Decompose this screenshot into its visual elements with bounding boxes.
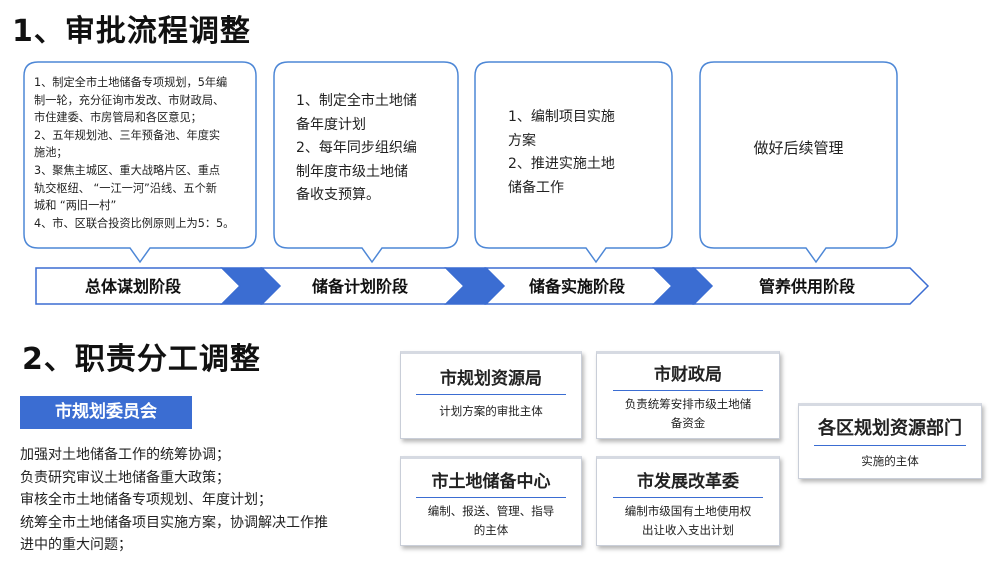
stage-label-4: 管养供用阶段 bbox=[758, 277, 855, 296]
dept-card-planning-bureau: 市规划资源局 计划方案的审批主体 bbox=[400, 351, 582, 439]
stage-chevron-4 bbox=[692, 267, 930, 305]
duty-line: 加强对土地储备工作的统筹协调； bbox=[20, 447, 230, 463]
stage-label-2: 储备计划阶段 bbox=[311, 277, 408, 296]
dept-desc: 实施的主体 bbox=[861, 454, 919, 468]
dept-card-land-reserve-center: 市土地储备中心 编制、报送、管理、指导 的主体 bbox=[400, 456, 582, 546]
bubble-shape-2 bbox=[273, 61, 459, 264]
duty-line: 进中的重大问题； bbox=[20, 537, 132, 554]
dept-name: 市规划资源局 bbox=[440, 369, 542, 389]
dept-divider bbox=[416, 394, 566, 395]
dept-divider bbox=[613, 497, 763, 498]
bubble-shape-1 bbox=[23, 61, 257, 264]
dept-card-development-reform: 市发展改革委 编制市级国有土地使用权 出让收入支出计划 bbox=[596, 456, 780, 546]
dept-card-district-planning: 各区规划资源部门 实施的主体 bbox=[798, 403, 982, 479]
bubble-text-2: 1、制定全市土地储 备年度计划 2、每年同步组织编 制年度市级土地储 备收支预算… bbox=[296, 93, 417, 203]
bubble-text-3: 1、编制项目实施 方案 2、推进实施土地 储备工作 bbox=[508, 109, 615, 196]
committee-badge: 市规划委员会 bbox=[20, 396, 192, 429]
stage-label-3: 储备实施阶段 bbox=[528, 277, 625, 296]
dept-name: 市财政局 bbox=[654, 365, 722, 385]
section2-title: 2、职责分工调整 bbox=[22, 342, 261, 377]
dept-divider bbox=[613, 390, 763, 391]
stage-bubbles bbox=[23, 61, 930, 305]
dept-desc: 编制、报送、管理、指导 的主体 bbox=[427, 504, 555, 537]
dept-divider bbox=[416, 497, 566, 498]
bubble-text-4: 做好后续管理 bbox=[753, 139, 844, 157]
stage-label-1: 总体谋划阶段 bbox=[84, 277, 181, 296]
duty-line: 审核全市土地储备专项规划、年度计划； bbox=[20, 492, 272, 509]
dept-desc: 编制市级国有土地使用权 出让收入支出计划 bbox=[624, 504, 752, 537]
dept-desc: 负责统筹安排市级土地储 备资金 bbox=[624, 397, 752, 430]
committee-duties: 加强对土地储备工作的统筹协调； 负责研究审议土地储备重大政策； 审核全市土地储备… bbox=[20, 444, 380, 557]
bubble-shape-3 bbox=[474, 61, 673, 264]
dept-divider bbox=[814, 445, 966, 446]
dept-name: 市发展改革委 bbox=[637, 472, 739, 492]
dept-name: 各区规划资源部门 bbox=[818, 418, 962, 439]
bubble-text-1: 1、制定全市土地储备专项规划，5年编 制一轮，充分征询市发改、市财政局、 市住建… bbox=[34, 76, 235, 230]
dept-name: 市土地储备中心 bbox=[431, 472, 551, 492]
bubble-shape-4 bbox=[699, 61, 898, 264]
dept-desc: 计划方案的审批主体 bbox=[439, 404, 543, 418]
duty-line: 负责研究审议土地储备重大政策； bbox=[20, 469, 230, 486]
duty-line: 统筹全市土地储备项目实施方案，协调解决工作推 bbox=[20, 514, 328, 531]
dept-card-finance-bureau: 市财政局 负责统筹安排市级土地储 备资金 bbox=[596, 351, 780, 439]
section1-title: 1、审批流程调整 bbox=[12, 14, 251, 49]
